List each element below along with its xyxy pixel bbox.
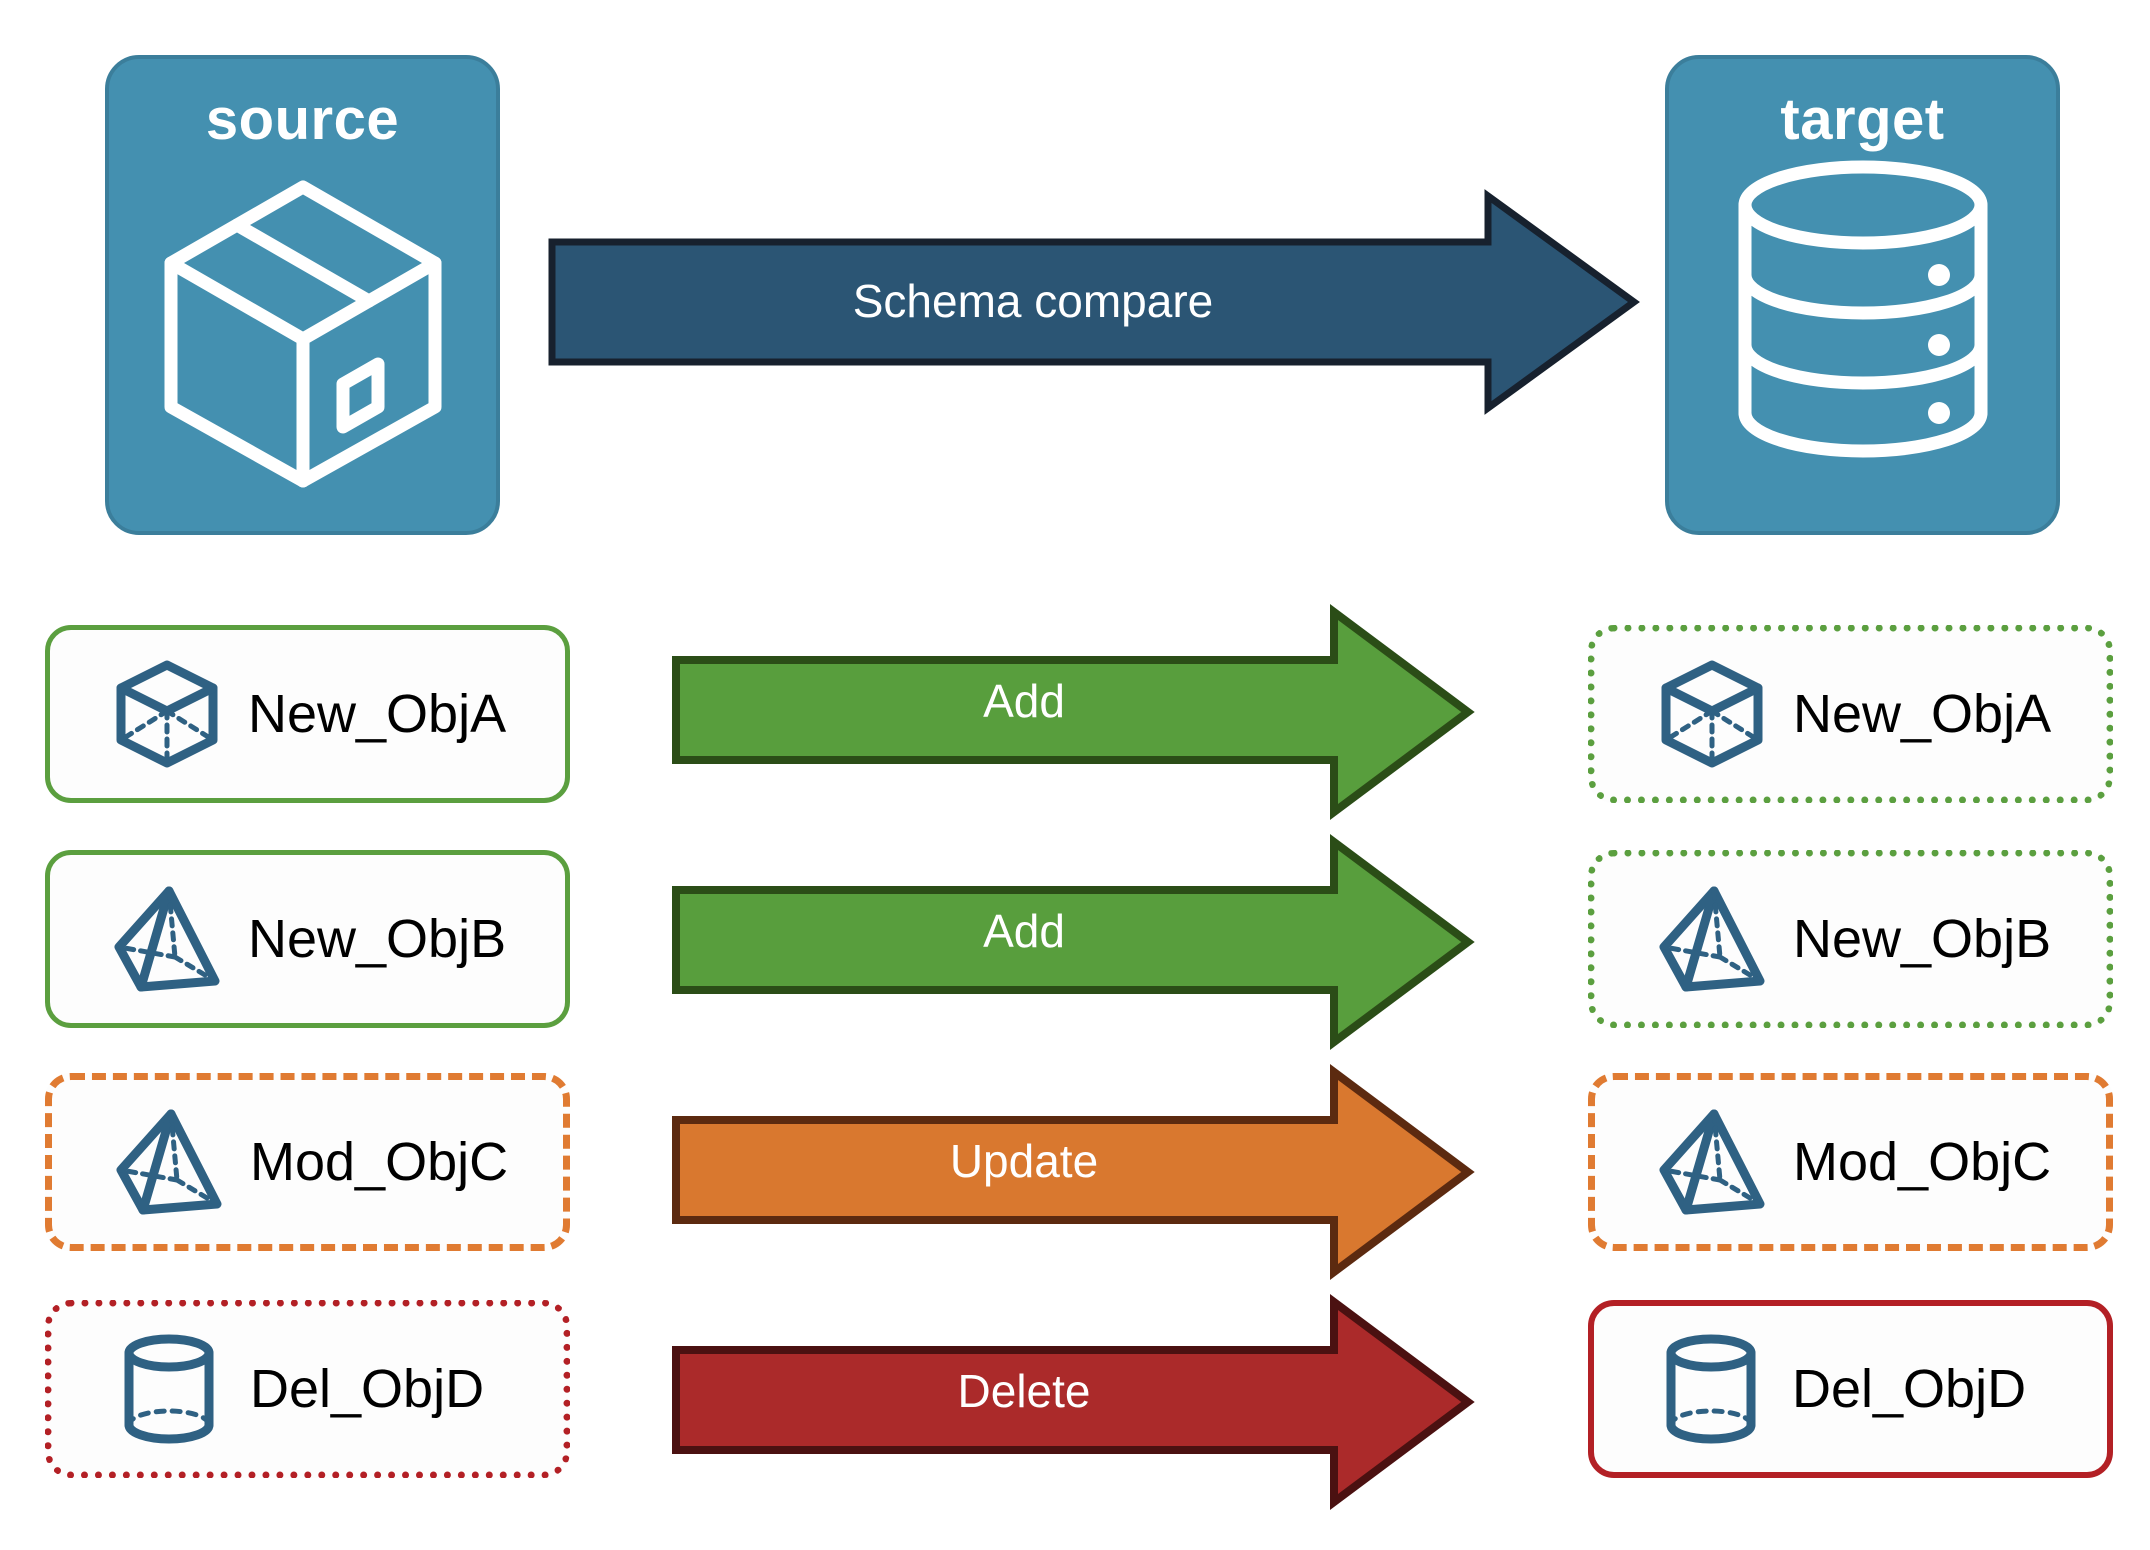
target-endpoint-card[interactable]: target: [1665, 55, 2060, 535]
wireframe-pyramid-icon: [114, 1107, 224, 1217]
schema-compare-arrow[interactable]: Schema compare: [548, 189, 1640, 415]
source-object-box-0[interactable]: New_ObjA: [45, 625, 570, 803]
action-arrow-update-2[interactable]: Update: [672, 1064, 1475, 1280]
action-arrow-add-0[interactable]: Add: [672, 604, 1475, 820]
source-endpoint-card[interactable]: source: [105, 55, 500, 535]
action-arrow-shape: [672, 1294, 1475, 1510]
wireframe-cylinder-icon: [1656, 1334, 1766, 1444]
wireframe-cube-icon: [1657, 659, 1767, 769]
wireframe-pyramid-icon: [1657, 884, 1767, 994]
target-object-box-3[interactable]: Del_ObjD: [1588, 1300, 2113, 1478]
action-arrow-shape: [672, 604, 1475, 820]
target-object-label-3: Del_ObjD: [1792, 1359, 2027, 1419]
wireframe-pyramid-icon: [1657, 1107, 1767, 1217]
target-object-box-1[interactable]: New_ObjB: [1588, 850, 2113, 1028]
action-arrow-delete-3[interactable]: Delete: [672, 1294, 1475, 1510]
wireframe-cube-icon: [112, 659, 222, 769]
source-object-label-2: Mod_ObjC: [250, 1132, 509, 1192]
wireframe-cylinder-icon: [114, 1334, 224, 1444]
target-object-box-2[interactable]: Mod_ObjC: [1588, 1073, 2113, 1251]
target-object-label-2: Mod_ObjC: [1793, 1132, 2052, 1192]
source-object-box-2[interactable]: Mod_ObjC: [45, 1073, 570, 1251]
target-object-label-1: New_ObjB: [1793, 909, 2052, 969]
database-cylinder-icon: [1723, 159, 2003, 459]
source-object-label-3: Del_ObjD: [250, 1359, 485, 1419]
source-object-label-0: New_ObjA: [248, 684, 507, 744]
action-arrow-add-1[interactable]: Add: [672, 834, 1475, 1050]
schema-compare-arrow-shape: [548, 189, 1640, 415]
target-title: target: [1780, 87, 1945, 152]
source-object-box-1[interactable]: New_ObjB: [45, 850, 570, 1028]
wireframe-pyramid-icon: [112, 884, 222, 994]
target-object-label-0: New_ObjA: [1793, 684, 2052, 744]
action-arrow-shape: [672, 1064, 1475, 1280]
package-box-icon: [153, 159, 453, 488]
source-object-label-1: New_ObjB: [248, 909, 507, 969]
source-title: source: [205, 87, 400, 152]
action-arrow-shape: [672, 834, 1475, 1050]
source-object-box-3[interactable]: Del_ObjD: [45, 1300, 570, 1478]
target-object-box-0[interactable]: New_ObjA: [1588, 625, 2113, 803]
